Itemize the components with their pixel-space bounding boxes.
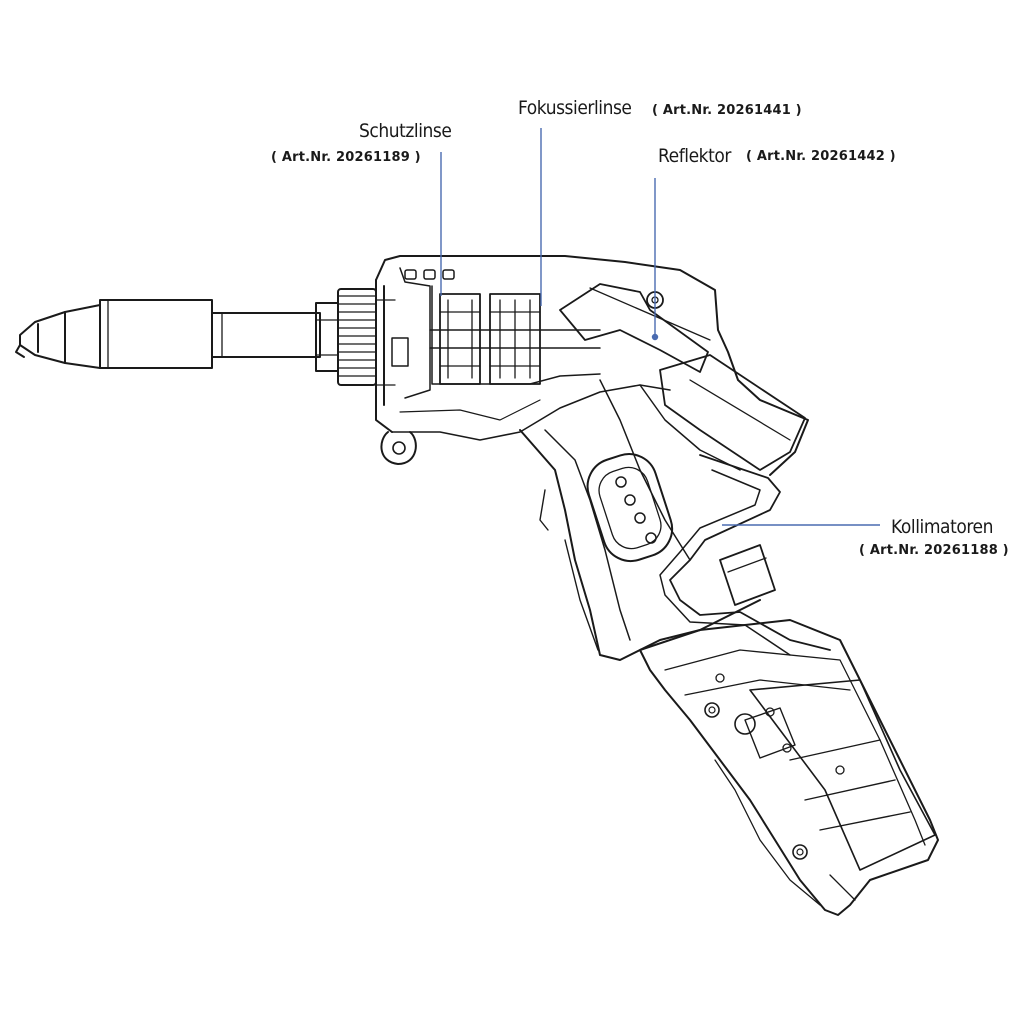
protective-lens-cartridge [439,293,481,385]
label-schutzlinse-art: ( Art.Nr. 20261189 ) [271,150,421,165]
nozzle-sleeve [99,299,213,369]
label-reflektor-art: ( Art.Nr. 20261442 ) [746,149,896,164]
knurled-ring [337,288,377,386]
label-fokussierlinse-art: ( Art.Nr. 20261441 ) [652,103,802,118]
head-housing [375,255,809,476]
nozzle-tube [211,312,321,358]
label-fokussierlinse-name: Fokussierlinse [518,97,632,119]
grip-body [519,379,761,661]
reflector-block [559,283,711,373]
lifting-eye [380,431,417,465]
leader-reflektor-dot [651,333,659,341]
label-reflektor-name: Reflektor [658,145,731,167]
lower-body [639,619,939,916]
label-kollimatoren-name: Kollimatoren [891,516,993,538]
collimator-housing [659,354,806,471]
collimator-tube [659,454,831,656]
nozzle-tip [15,304,101,369]
focusing-lens-assembly [489,293,541,385]
label-schutzlinse-name: Schutzlinse [359,120,452,142]
label-kollimatoren-art: ( Art.Nr. 20261188 ) [859,543,1009,558]
